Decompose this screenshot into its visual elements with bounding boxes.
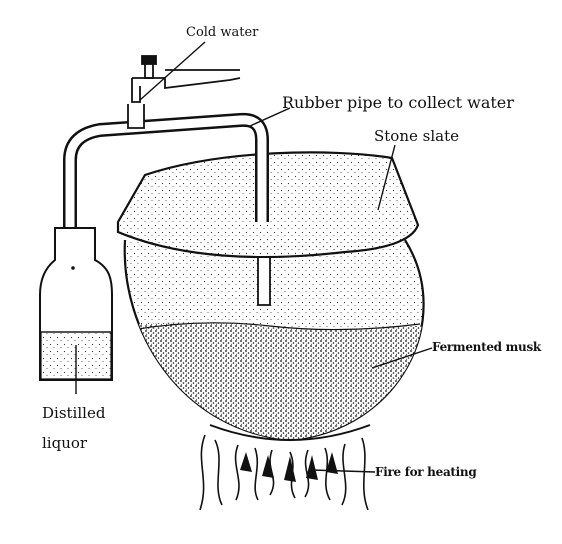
leader-cold-water (139, 41, 206, 101)
leader-fire (311, 469, 376, 473)
pot-base (209, 424, 371, 441)
water-tap (127, 55, 241, 129)
leader-stone-slate (377, 144, 396, 211)
label-fermented-musk: Fermented musk (432, 340, 541, 354)
condensate-tube (257, 258, 271, 306)
drip-drop (71, 266, 75, 270)
fire-dark-tongues (240, 452, 338, 482)
label-stone-slate: Stone slate (374, 127, 459, 145)
label-rubber-pipe: Rubber pipe to collect water (282, 93, 514, 112)
leader-fermented-musk (371, 347, 433, 369)
label-distilled-liquor-line2: liquor (42, 434, 88, 452)
label-fire-for-heating: Fire for heating (375, 465, 477, 479)
fire-flames (199, 434, 369, 511)
label-cold-water: Cold water (186, 25, 259, 40)
rubber-pipe-inner (65, 115, 267, 240)
leader-rubber-pipe (249, 107, 291, 127)
label-distilled-liquor-line1: Distilled (42, 404, 106, 422)
label-distilled-liquor: Distilled liquor (42, 398, 105, 458)
